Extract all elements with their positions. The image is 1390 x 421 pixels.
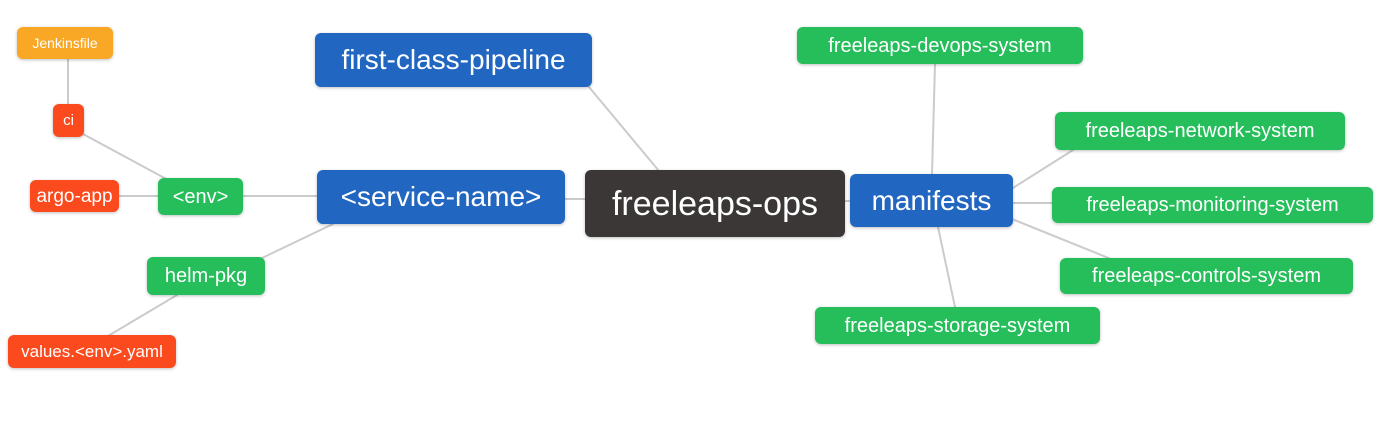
edge-devops-system-manifests <box>931 63 936 175</box>
node-freeleaps-controls-system[interactable]: freeleaps-controls-system <box>1060 258 1353 294</box>
edge-manifests-storage-system <box>937 226 956 308</box>
node-first-class-pipeline[interactable]: first-class-pipeline <box>315 33 592 87</box>
node-argo-app[interactable]: argo-app <box>30 180 119 212</box>
node-root-freeleaps-ops[interactable]: freeleaps-ops <box>585 170 845 237</box>
node-env[interactable]: <env> <box>158 178 243 215</box>
node-helm-pkg[interactable]: helm-pkg <box>147 257 265 295</box>
edge-first-class-pipeline-root <box>588 86 660 172</box>
edge-service-name-helm-pkg <box>261 223 334 259</box>
edge-manifests-network-system <box>1012 149 1074 189</box>
node-freeleaps-network-system[interactable]: freeleaps-network-system <box>1055 112 1345 150</box>
node-service-name[interactable]: <service-name> <box>317 170 565 224</box>
edge-manifests-controls-system <box>1011 218 1117 262</box>
node-values-env-yaml[interactable]: values.<env>.yaml <box>8 335 176 368</box>
node-manifests[interactable]: manifests <box>850 174 1013 227</box>
edge-ci-env <box>82 133 171 182</box>
edge-helm-pkg-values-env-yaml <box>107 294 178 337</box>
node-ci[interactable]: ci <box>53 104 84 137</box>
node-freeleaps-devops-system[interactable]: freeleaps-devops-system <box>797 27 1083 64</box>
node-freeleaps-monitoring-system[interactable]: freeleaps-monitoring-system <box>1052 187 1373 223</box>
node-jenkinsfile[interactable]: Jenkinsfile <box>17 27 113 59</box>
node-freeleaps-storage-system[interactable]: freeleaps-storage-system <box>815 307 1100 344</box>
